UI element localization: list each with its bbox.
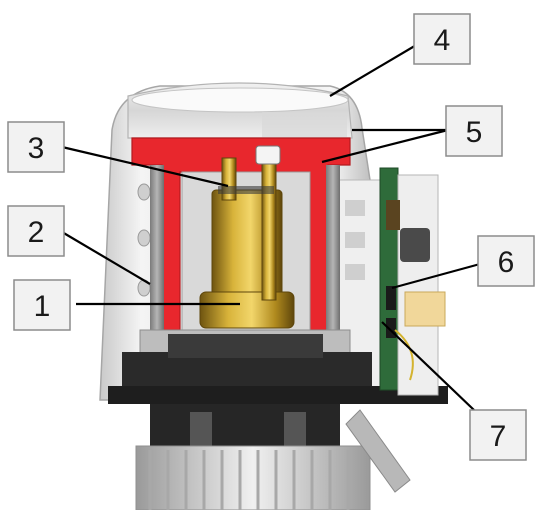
callout-7-label: 7 [490,420,507,453]
leader-5b [321,128,449,164]
callout-4: 4 [413,13,471,65]
wax-element [199,145,295,329]
leader-7 [381,321,475,411]
callout-6: 6 [477,235,535,287]
callout-7: 7 [469,409,527,461]
cable [345,409,411,493]
leader-6 [391,262,481,290]
callout-1-label: 1 [34,290,51,323]
leader-2 [61,231,151,285]
callout-6-label: 6 [498,246,515,279]
callout-2: 2 [7,205,65,257]
callout-3-label: 3 [28,132,45,165]
base [108,334,448,448]
leader-3 [61,145,229,188]
callout-4-label: 4 [434,24,451,57]
callout-1: 1 [13,279,71,331]
callout-3: 3 [7,121,65,173]
callout-5-label: 5 [466,116,483,149]
callout-5: 5 [445,105,503,157]
knurled-nut [135,445,371,510]
callout-2-label: 2 [28,216,45,249]
leader-4 [329,43,419,97]
leader-lines [61,43,481,411]
